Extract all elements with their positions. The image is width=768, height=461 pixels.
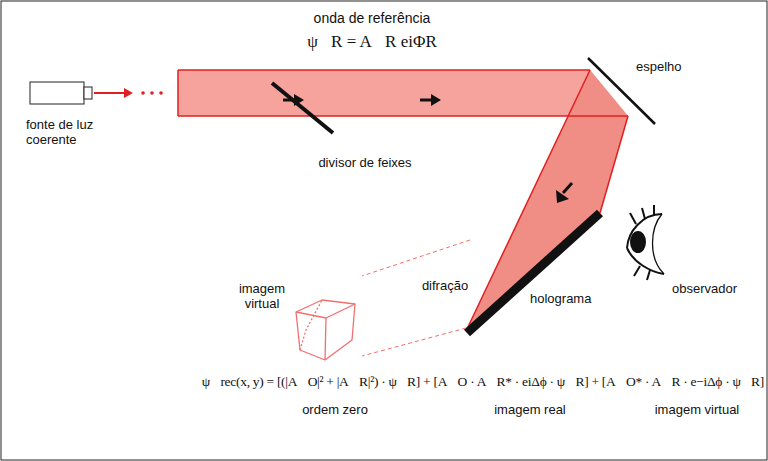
observer-eye (627, 205, 664, 280)
reflected-beam (467, 70, 628, 329)
reconstruction-formula: ψ⃗rec(x, y) = [(|A⃗O|² + |A⃗R|²) · ψ⃗R] … (202, 374, 764, 390)
beam-splitter (272, 83, 333, 133)
light-source (30, 82, 92, 104)
part-label: fonte de luz coerente (26, 118, 121, 148)
wave-formula: ψ⃗R = A⃗R eiΦR (307, 32, 436, 52)
part-label: holograma (530, 292, 591, 307)
beam-label: onda de referência (314, 10, 431, 26)
part-label: observador (672, 282, 737, 297)
direction-arrow (283, 94, 572, 203)
diffraction-lines (362, 240, 470, 356)
part-label: espelho (636, 60, 682, 75)
hologram-plate (467, 213, 600, 333)
term-label: ordem zero (302, 403, 368, 418)
part-label: divisor de feixes (318, 156, 411, 171)
process-label: difração (422, 279, 468, 294)
virtual-cube (296, 300, 355, 360)
reference-beam (178, 70, 628, 116)
term-label: imagem virtual (655, 403, 740, 418)
emitted-ray (94, 88, 163, 98)
image-label: imagem virtual (231, 282, 293, 312)
term-label: imagem real (494, 403, 566, 418)
beam-edges (178, 70, 628, 329)
